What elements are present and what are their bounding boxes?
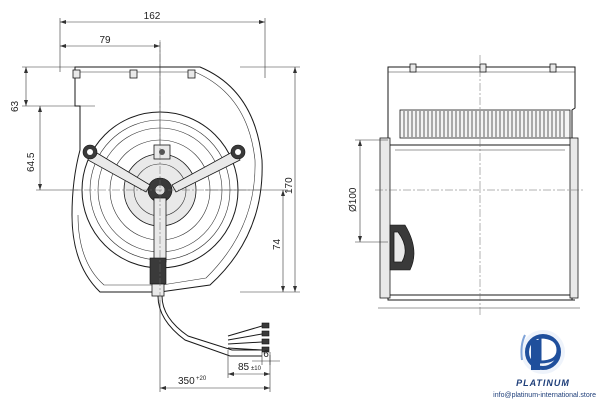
dim-outlet-height-top: 63 (10, 100, 21, 112)
front-view: 162 79 63 64.5 170 74 (10, 11, 300, 392)
dim-cable-length: 350 (178, 376, 195, 387)
side-view: Ø100 (348, 55, 585, 315)
dim-axis-height: 74 (272, 238, 283, 250)
dim-cable-length-tol: +20 (196, 376, 207, 382)
dim-overall-height: 170 (284, 177, 295, 194)
impeller-blades (399, 109, 571, 139)
dim-strip-length: 85 (238, 362, 250, 373)
website-text: info@platinum-international.store (493, 392, 596, 399)
platinum-logo: PLATINUM (516, 330, 570, 388)
logo-name: PLATINUM (516, 378, 570, 388)
dim-wire-strip: 6 (263, 349, 269, 360)
dim-inlet-offset: 79 (99, 35, 111, 46)
dim-overall-width: 162 (144, 11, 161, 22)
dim-diameter: Ø100 (348, 187, 359, 212)
dim-outlet-offset: 64.5 (26, 152, 37, 172)
dim-strip-length-tol: ±10 (251, 366, 262, 372)
